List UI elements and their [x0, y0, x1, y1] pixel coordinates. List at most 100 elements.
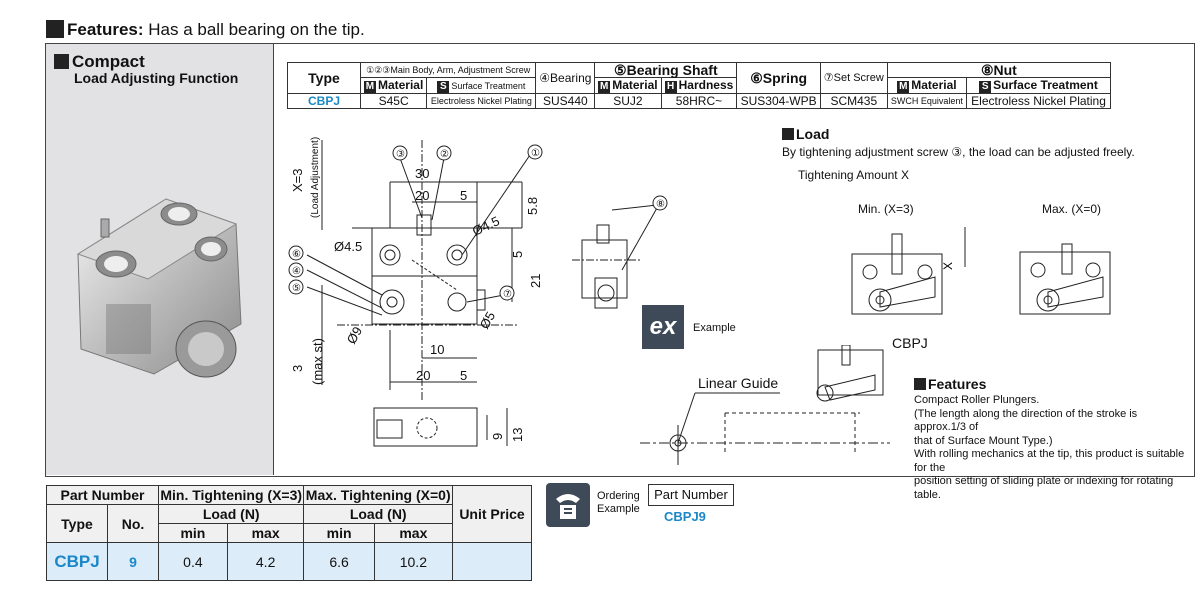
callout-1: ①	[531, 148, 540, 159]
price-table: Part Number Min. Tightening (X=3) Max. T…	[46, 485, 532, 581]
features-box-title: Features	[914, 376, 986, 392]
spec-bearing-value: SUS440	[535, 93, 596, 109]
x-label: X=3	[290, 169, 305, 193]
load-n-header-2: Load (N)	[303, 504, 453, 524]
dim-d4-5-left: Ø4.5	[334, 239, 362, 254]
spec-surface-value: Electroless Nickel Plating	[426, 93, 537, 109]
dim-30: 30	[415, 166, 429, 181]
square-bullet-icon	[54, 54, 69, 69]
features-box-text: Compact Roller Plungers. (The length alo…	[914, 394, 1185, 501]
max-tightening-header: Max. Tightening (X=0)	[303, 485, 453, 505]
spec-spring-value: SUS304-WPB	[736, 93, 821, 109]
callout-3: ③	[396, 149, 405, 160]
cbpj-label: CBPJ	[892, 335, 928, 351]
main-frame	[45, 43, 1195, 477]
stroke-value: 3	[290, 365, 305, 372]
tightening-label: Tightening Amount X	[798, 168, 909, 182]
max-stroke-label: (max st)	[310, 338, 325, 385]
max-x-label: Max. (X=0)	[1042, 202, 1102, 216]
dim-5-8: 5.8	[525, 197, 540, 215]
technical-drawing: 30 20 5 5.8 Ø4.5 Ø4.5 5 21 10 20 5 Ø5 Ø9…	[288, 137, 668, 447]
callout-6: ⑥	[292, 249, 301, 260]
min-tightening-header: Min. Tightening (X=3)	[157, 485, 305, 505]
unit-price-value	[452, 542, 532, 581]
dim-21: 21	[528, 274, 543, 288]
spec-hardness-value: 58HRC~	[660, 93, 738, 109]
dim-20: 20	[415, 188, 429, 203]
spec-table: Type ①②③Main Body, Arm, Adjustment Screw…	[287, 62, 1112, 109]
spec-type-header: Type	[287, 62, 361, 94]
max-header-2: max	[373, 523, 454, 543]
load-adjustment-label: (Load Adjustment)	[310, 137, 321, 218]
dim-13: 13	[510, 428, 525, 442]
load-title: Load	[782, 126, 829, 142]
product-photo	[76, 198, 242, 378]
dim-d4-5-right: Ø4.5	[470, 213, 502, 239]
square-bullet-icon	[46, 20, 64, 38]
no-value: 9	[107, 542, 159, 581]
spec-bearing-header: ④Bearing	[535, 62, 596, 94]
callout-7: ⑦	[503, 289, 512, 300]
min2-value: 6.6	[303, 542, 375, 581]
callout-5: ⑤	[292, 283, 301, 294]
compact-subtitle: Load Adjusting Function	[74, 70, 239, 86]
features-heading: Features: Has a ball bearing on the tip.	[46, 20, 365, 40]
load-n-header-1: Load (N)	[157, 504, 305, 524]
product-panel: Compact Load Adjusting Function	[46, 44, 274, 475]
linear-guide-diagram	[640, 345, 890, 465]
compact-title: Compact	[54, 52, 145, 72]
spec-group1-header: ①②③Main Body, Arm, Adjustment Screw	[359, 62, 537, 78]
example-badge-icon: ex	[642, 305, 684, 349]
spec-setscrew-value: SCM435	[819, 93, 888, 109]
min-header-2: min	[303, 523, 375, 543]
ordering-part-number-label: Part Number	[648, 484, 734, 506]
dim-5b: 5	[510, 251, 525, 258]
min1-value: 0.4	[158, 542, 228, 581]
square-bullet-icon	[782, 128, 794, 140]
type-value: CBPJ	[46, 542, 108, 581]
spec-type-value: CBPJ	[287, 93, 361, 109]
no-header: No.	[107, 504, 159, 543]
spec-shaft-header: ⑤Bearing Shaft	[594, 62, 738, 78]
spec-spring-header: ⑥Spring	[736, 62, 821, 94]
spec-nut-material-value: SWCH Equivalent	[886, 93, 968, 109]
spec-setscrew-header: ⑦Set Screw	[819, 62, 888, 94]
spec-shaft-material-value: SUJ2	[594, 93, 662, 109]
ordering-part-number-value: CBPJ9	[664, 509, 706, 524]
dim-5c: 5	[460, 368, 467, 383]
unit-price-header: Unit Price	[452, 485, 532, 543]
part-number-header: Part Number	[46, 485, 159, 505]
load-diagrams: X	[851, 227, 1111, 315]
phone-icon	[546, 483, 590, 527]
dim-5: 5	[460, 188, 467, 203]
callout-8: ⑧	[656, 199, 665, 210]
dim-10: 10	[430, 342, 444, 357]
max2-value: 10.2	[373, 542, 454, 581]
min-header-1: min	[158, 523, 228, 543]
max1-value: 4.2	[226, 542, 305, 581]
spec-material-value: S45C	[359, 93, 428, 109]
linear-guide-label: Linear Guide	[698, 375, 779, 391]
callout-2: ②	[440, 149, 449, 160]
dim-d9: Ø9	[344, 324, 366, 347]
dim-20b: 20	[416, 368, 430, 383]
square-bullet-icon	[914, 378, 926, 390]
dim-9: 9	[490, 433, 505, 440]
type-header: Type	[46, 504, 108, 543]
spec-nut-header: ⑧Nut	[886, 62, 1112, 78]
ordering-label: Ordering Example	[597, 490, 640, 515]
dim-d5: Ø5	[477, 309, 499, 332]
max-header-1: max	[226, 523, 305, 543]
load-description: By tightening adjustment screw ③, the lo…	[782, 145, 1135, 159]
min-x-label: Min. (X=3)	[858, 202, 914, 216]
x-mark: X	[941, 262, 955, 270]
spec-nut-surface-value: Electroless Nickel Plating	[966, 93, 1111, 109]
callout-4: ④	[292, 266, 301, 277]
example-label: Example	[693, 322, 736, 334]
